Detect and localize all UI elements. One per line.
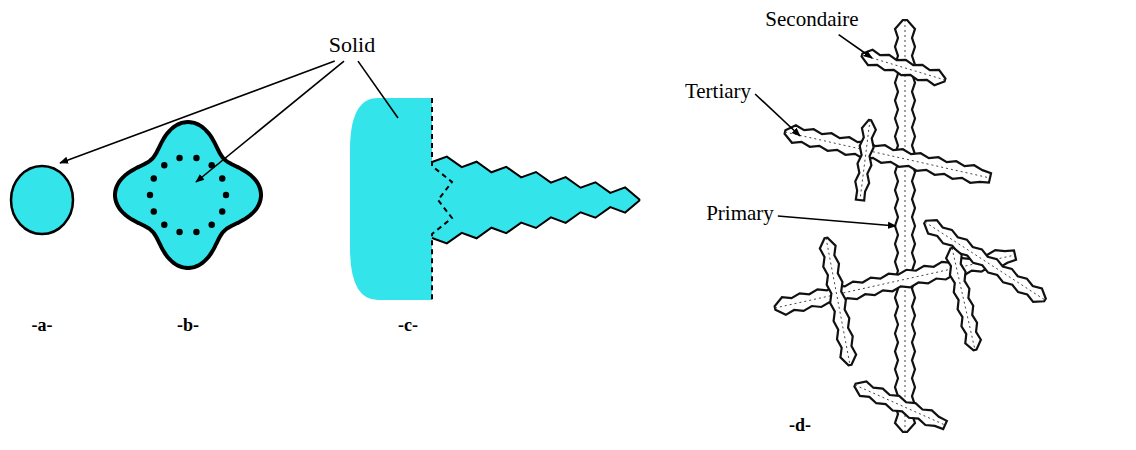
secondary-arm-core	[855, 385, 945, 425]
initial-boundary-dot	[151, 208, 157, 214]
leader-line	[196, 61, 344, 182]
initial-boundary-dot	[161, 162, 167, 168]
initial-boundary-dot	[151, 175, 157, 181]
secondary-arm-core	[862, 55, 945, 80]
secondary-arm	[820, 238, 856, 366]
figure-letter: -a-	[32, 316, 53, 336]
leader-line	[358, 61, 398, 118]
initial-boundary-dot	[147, 192, 153, 198]
secondary-arm	[855, 120, 876, 201]
initial-boundary-dot	[161, 222, 167, 228]
secondary-arm	[862, 50, 946, 85]
figure-letter: -c-	[398, 316, 418, 336]
figure-letter: -d-	[789, 416, 811, 436]
secondary-arm-core	[860, 120, 870, 200]
spherical-nucleus	[11, 166, 73, 234]
primary-arm-core	[905, 20, 906, 432]
initial-boundary-dot	[219, 208, 225, 214]
former-interface	[432, 98, 452, 300]
arm-label: Primary	[706, 202, 774, 225]
dendrite-tongue-fill	[432, 157, 640, 244]
secondary-arm-core	[952, 248, 975, 350]
secondary-arm-core	[925, 222, 1045, 300]
lobed-grain	[115, 122, 261, 268]
secondary-arm	[946, 248, 981, 351]
secondary-arm	[924, 220, 1046, 302]
initial-boundary-dot	[193, 155, 199, 161]
solid-label: Solid	[329, 33, 375, 57]
initial-boundary-dot	[208, 222, 214, 228]
secondary-arm-core	[826, 238, 850, 365]
arm-label: Tertiary	[685, 80, 751, 103]
primary-arm	[895, 20, 915, 432]
arm-label: Secondaire	[765, 8, 858, 31]
tertiary-arm	[785, 125, 991, 183]
leader-line	[755, 94, 800, 136]
dendrite-tongue-outline	[432, 157, 640, 244]
leader-line	[839, 35, 872, 58]
initial-boundary-dot	[176, 155, 182, 161]
tertiary-arm-core	[785, 132, 990, 178]
solid-block	[350, 98, 432, 300]
initial-boundary-dot	[223, 192, 229, 198]
initial-boundary-dot	[176, 229, 182, 235]
initial-boundary-dot	[193, 229, 199, 235]
initial-boundary-dot	[219, 175, 225, 181]
leader-line	[60, 61, 335, 163]
figure-letter: -b-	[177, 316, 199, 336]
leader-line	[778, 216, 896, 226]
secondary-arm	[854, 381, 946, 429]
